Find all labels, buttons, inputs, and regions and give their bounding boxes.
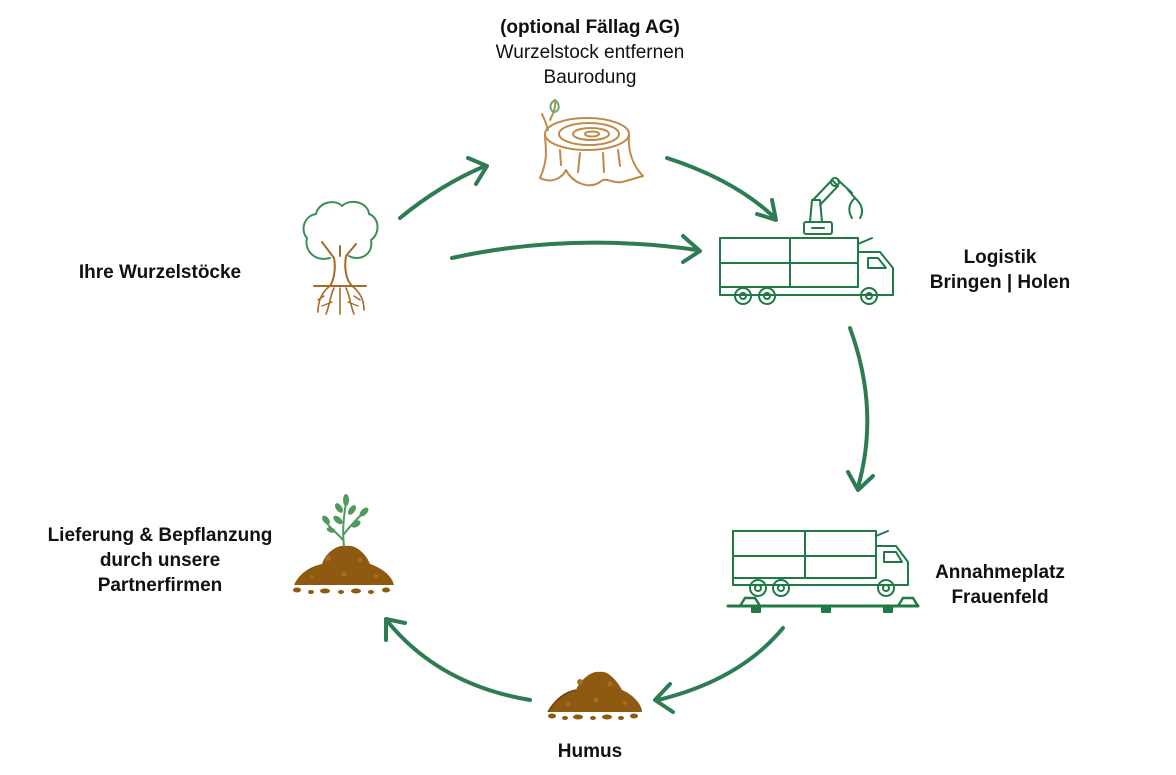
stump-label-line: (optional Fällag AG) [500,17,680,38]
lieferung-label: Lieferung & Bepflanzung durch unsere Par… [20,523,300,598]
soil-pile-icon [547,671,642,720]
tree-label-line: Ihre Wurzelstöcke [78,262,242,283]
tree-stump-icon [539,99,644,187]
stump-label-line: Baurodung [543,67,637,88]
crane-truck-icon [719,177,894,305]
stump-label: (optional Fällag AG) Wurzelstock entfern… [440,15,740,90]
arrow-annahme-to-humus [653,626,785,714]
stump-label-line: Wurzelstock entfernen [495,42,685,63]
annahme-label-line: Frauenfeld [951,587,1049,608]
lieferung-label-line: Lieferung & Bepflanzung [47,525,273,546]
arrow-logistik-to-annahme [846,326,875,492]
lieferung-label-line: Partnerfirmen [97,575,223,596]
tree-with-roots-icon [302,200,379,315]
logistik-label-line: Bringen | Holen [929,272,1071,293]
humus-label-line: Humus [557,741,623,762]
arrow-stump-to-logistik [665,156,778,222]
truck-on-scale-icon [726,530,920,613]
arrow-tree-to-stump [398,156,489,220]
annahme-label: Annahmeplatz Frauenfeld [900,560,1100,610]
annahme-label-line: Annahmeplatz [935,562,1065,583]
logistik-label: Logistik Bringen | Holen [900,245,1100,295]
logistik-label-line: Logistik [963,247,1037,268]
tree-label: Ihre Wurzelstöcke [60,260,260,285]
arrow-tree-to-logistik [450,234,702,264]
soil-with-plant-icon [293,494,394,594]
arrow-humus-to-lieferung [384,617,532,702]
lieferung-label-line: durch unsere [99,550,221,571]
humus-label: Humus [490,739,690,764]
